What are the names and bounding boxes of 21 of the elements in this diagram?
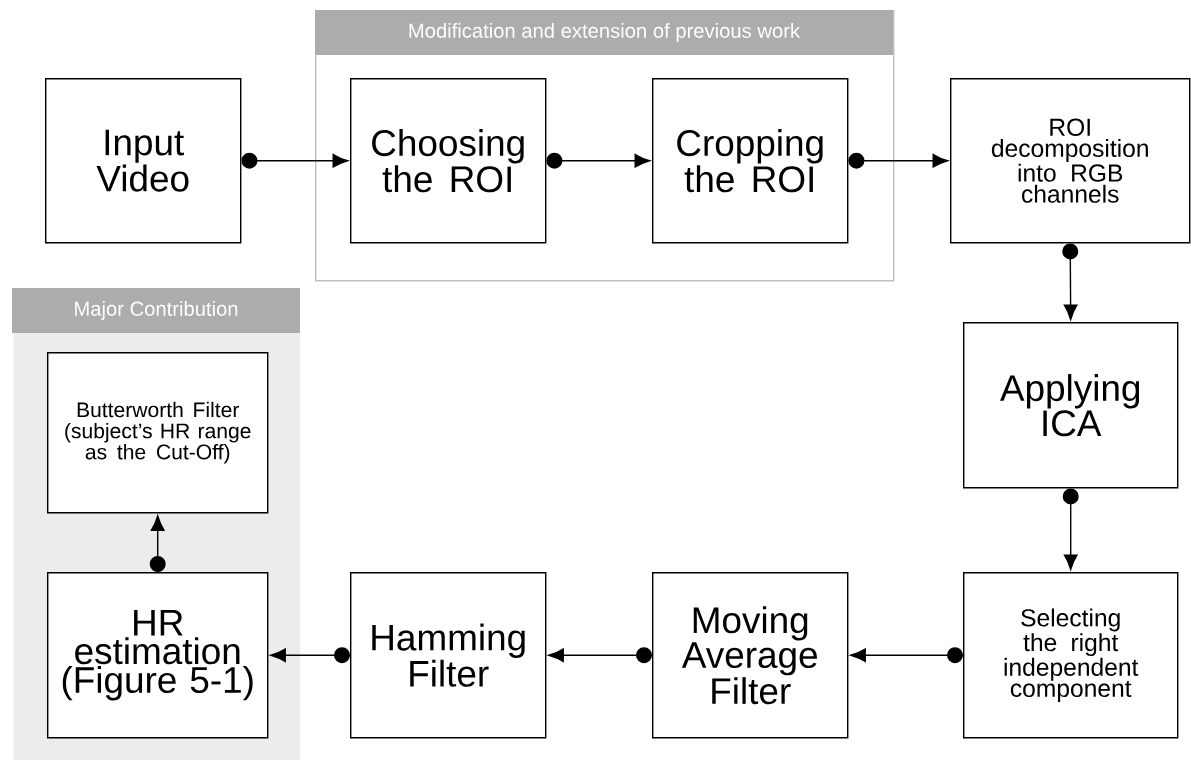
process-box: Hamming Filter (350, 572, 547, 739)
process-box: Applying ICA (963, 322, 1179, 489)
process-box: Choosing the ROI (350, 78, 547, 244)
arrow (149, 515, 166, 572)
process-box: Butterworth Filter (subject’s HR range as the Cut-Off) (47, 352, 269, 514)
arrow (850, 647, 963, 664)
arrow (546, 152, 651, 169)
process-box: HR estimation (Figure 5-1) (47, 572, 269, 739)
panel-heading: Major Contribution (12, 288, 300, 333)
arrow (1062, 488, 1079, 571)
arrow (270, 647, 350, 664)
process-box: Selecting the right independent component (963, 572, 1179, 739)
process-box: Cropping the ROI (652, 78, 849, 244)
process-box: Moving Average Filter (652, 572, 849, 739)
arrow (848, 152, 949, 169)
process-box: Input Video (45, 78, 242, 244)
arrow (241, 152, 349, 169)
process-box: ROI decomposition into RGB channels (950, 78, 1191, 244)
arrow (548, 647, 652, 664)
arrow (1062, 243, 1079, 321)
panel-heading: Modification and extension of previous work (315, 10, 893, 55)
